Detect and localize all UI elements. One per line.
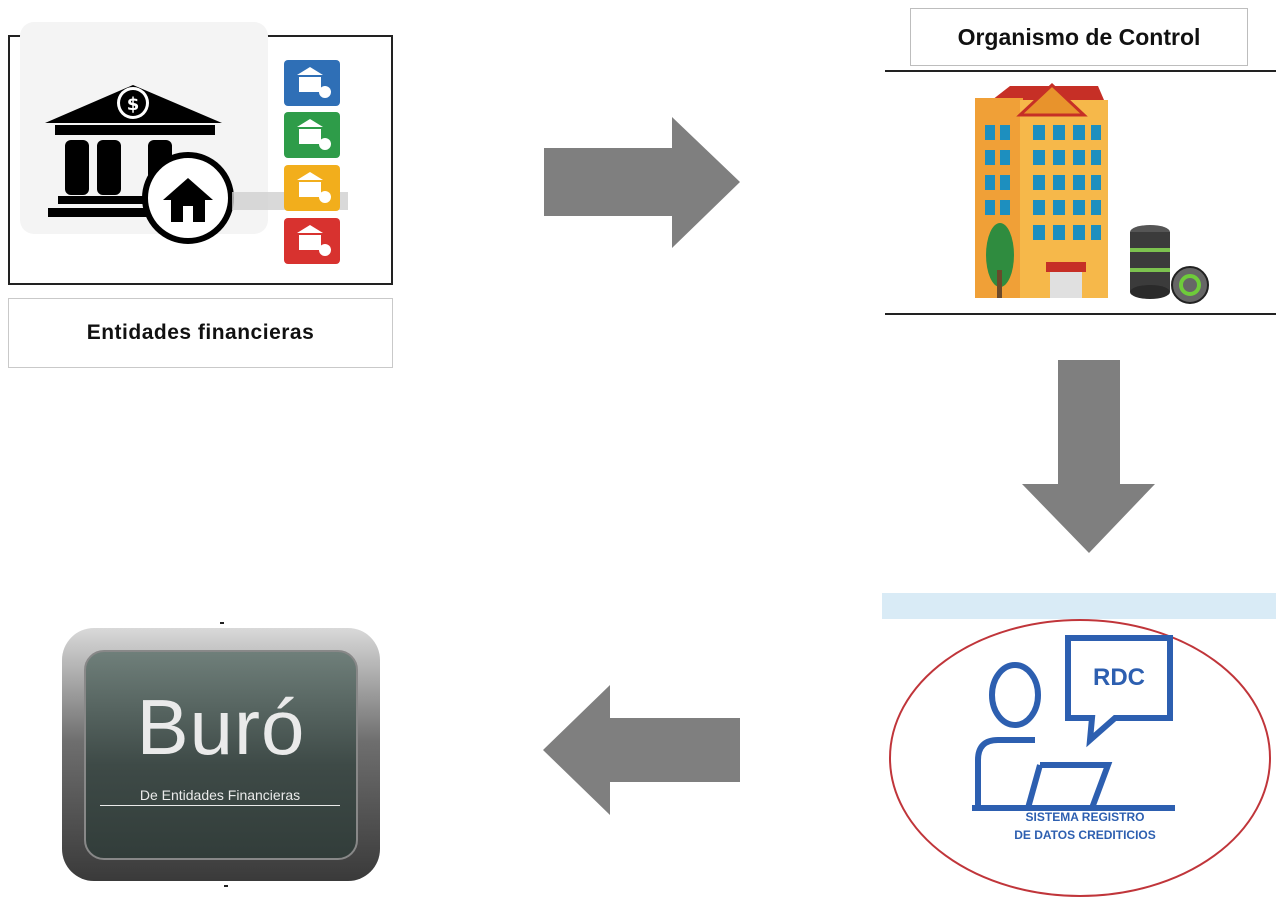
- bureau-logo-face: [84, 650, 358, 860]
- control-body-label-box: Organismo de Control: [910, 8, 1248, 66]
- arrow-down: [1022, 360, 1155, 553]
- rdc-caption: SISTEMA REGISTRO DE DATOS CREDITICIOS: [940, 808, 1230, 844]
- arrow-right: [544, 117, 740, 248]
- tree-icon: [986, 223, 1014, 298]
- speech-bubble-icon: [1065, 635, 1173, 748]
- bank-tile-red-icon: [284, 218, 340, 264]
- database-icon: [1130, 225, 1209, 304]
- control-body-label: Organismo de Control: [957, 23, 1201, 50]
- financial-entities-label: Entidades financieras: [86, 321, 315, 344]
- bank-tile-yellow-icon: [284, 165, 340, 211]
- rdc-header-band: [882, 593, 1276, 619]
- divider: [885, 313, 1276, 315]
- rdc-bubble-label: RDC: [1093, 664, 1145, 691]
- dollar-icon: $: [117, 87, 149, 119]
- laptop-icon: [972, 762, 1175, 811]
- bureau-title: Buró: [136, 683, 306, 771]
- financial-entities-label-box: Entidades financieras: [8, 298, 393, 368]
- rdc-caption-line1: SISTEMA REGISTRO: [1025, 810, 1145, 824]
- svg-text:$: $: [127, 94, 140, 115]
- bank-tile-blue-icon: [284, 60, 340, 106]
- arrow-left: [543, 685, 740, 815]
- user-icon: [975, 662, 1041, 808]
- rdc-oval: [889, 619, 1271, 897]
- bureau-subtitle: De Entidades Financieras: [100, 787, 340, 806]
- bank-tile-green-icon: [284, 112, 340, 158]
- rdc-caption-line2: DE DATOS CREDITICIOS: [1014, 828, 1156, 842]
- house-icon: [142, 152, 234, 244]
- divider: [885, 70, 1276, 72]
